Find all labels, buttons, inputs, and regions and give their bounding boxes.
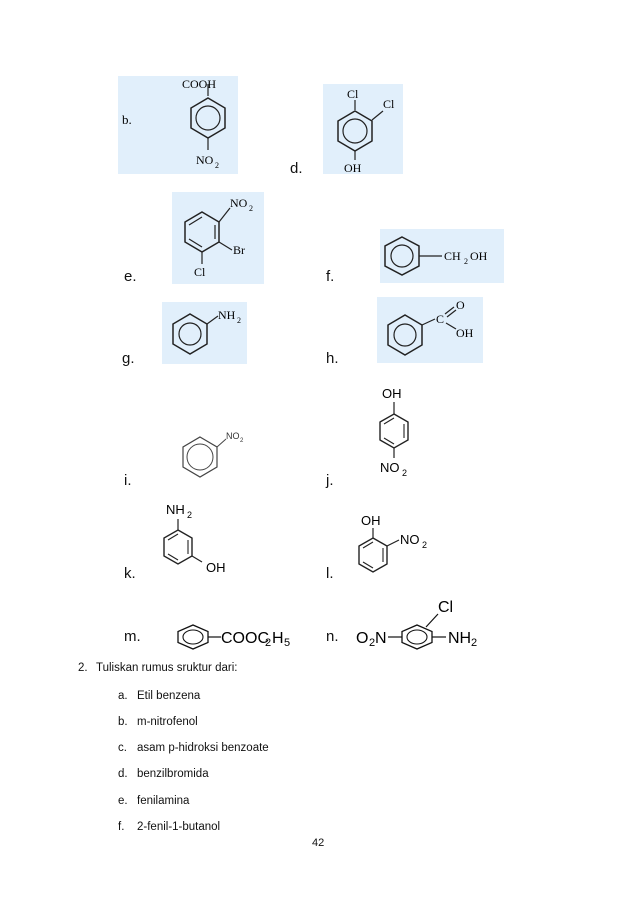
structure-b-panel: b. COOH NO 2 bbox=[118, 76, 238, 174]
structure-i-drawing: NO 2 bbox=[182, 431, 244, 478]
structure-j-oh: OH bbox=[382, 386, 402, 401]
structure-b-label: b. bbox=[122, 112, 132, 127]
structure-d-panel: Cl Cl OH bbox=[323, 84, 403, 175]
structure-k-sub: 2 bbox=[187, 510, 192, 520]
label-n: n. bbox=[326, 628, 339, 645]
structure-f-panel: CH 2 OH bbox=[380, 229, 504, 283]
structure-g-sub: 2 bbox=[237, 316, 241, 325]
structure-l-sub: 2 bbox=[422, 540, 427, 550]
structure-h-drawing: C O OH bbox=[387, 298, 474, 356]
structure-f-oh: OH bbox=[470, 249, 488, 263]
label-i: i. bbox=[124, 472, 132, 489]
structure-h-c: C bbox=[436, 312, 444, 326]
structure-f-ch: CH bbox=[444, 249, 461, 263]
structure-d-oh: OH bbox=[344, 161, 362, 174]
structure-i-sub: 2 bbox=[240, 438, 244, 444]
label-f: f. bbox=[326, 268, 335, 285]
exercise2-item-letter: a. bbox=[118, 690, 128, 702]
exercise2-item-text: benzilbromida bbox=[137, 768, 209, 780]
exercise2-item-letter: b. bbox=[118, 716, 128, 728]
structure-h-panel: C O OH bbox=[377, 297, 483, 363]
structure-f-drawing: CH 2 OH bbox=[384, 236, 488, 276]
structure-e-panel: NO 2 Br Cl bbox=[172, 192, 264, 284]
structure-g-nh: NH bbox=[218, 308, 236, 322]
page-number: 42 bbox=[312, 837, 325, 849]
structure-l-drawing: OH NO 2 bbox=[358, 513, 427, 573]
exercise2-item-text: 2-fenil-1-butanol bbox=[137, 821, 221, 833]
structure-b-cooh: COOH bbox=[182, 77, 216, 91]
structure-d-drawing: Cl Cl OH bbox=[337, 87, 395, 175]
structure-k-nh: NH bbox=[166, 502, 185, 517]
exercise2-item-letter: d. bbox=[118, 768, 128, 780]
label-l: l. bbox=[326, 565, 334, 582]
structure-e-br: Br bbox=[233, 243, 245, 257]
structure-n-nh-sub: 2 bbox=[471, 637, 477, 649]
structure-g-drawing: NH 2 bbox=[172, 308, 241, 355]
label-e: e. bbox=[124, 268, 137, 285]
label-g: g. bbox=[122, 350, 135, 367]
structure-k-drawing: NH 2 OH bbox=[163, 502, 226, 575]
structure-m-sub-b: 5 bbox=[284, 637, 290, 649]
exercise2-item-text: m-nitrofenol bbox=[137, 716, 198, 728]
exercise2-number: 2. bbox=[78, 662, 88, 674]
exercise2-item-letter: f. bbox=[118, 821, 125, 833]
structure-i-no: NO bbox=[226, 431, 240, 441]
exercise2-item-letter: e. bbox=[118, 795, 128, 807]
label-j: j. bbox=[326, 472, 334, 489]
structure-n-drawing: O 2 N Cl NH 2 bbox=[356, 599, 477, 650]
structure-e-drawing: NO 2 Br Cl bbox=[184, 196, 253, 279]
label-m: m. bbox=[124, 628, 141, 645]
exercise2-item-text: asam p-hidroksi benzoate bbox=[137, 742, 269, 754]
exercise2-item-text: fenilamina bbox=[137, 795, 190, 807]
exercise2-item-letter: c. bbox=[118, 742, 127, 754]
structure-d-cl2: Cl bbox=[383, 97, 395, 111]
structure-n-cl: Cl bbox=[438, 599, 453, 616]
structure-f-sub: 2 bbox=[464, 257, 468, 266]
structure-k-oh: OH bbox=[206, 560, 226, 575]
exercise2-prompt: Tuliskan rumus sruktur dari: bbox=[96, 662, 238, 674]
exercise2-item-text: Etil benzena bbox=[137, 690, 201, 702]
structure-g-panel: NH 2 bbox=[162, 302, 247, 364]
structure-m-drawing: COOC 2 H 5 bbox=[177, 624, 290, 650]
structure-b-no2-sub: 2 bbox=[215, 161, 219, 170]
structure-n-n: N bbox=[375, 630, 387, 647]
structure-j-drawing: OH NO 2 bbox=[379, 386, 409, 478]
structure-e-cl: Cl bbox=[194, 265, 206, 279]
label-h: h. bbox=[326, 350, 339, 367]
structure-e-no2-sub: 2 bbox=[249, 204, 253, 213]
structure-d-cl1: Cl bbox=[347, 87, 359, 101]
structure-l-oh: OH bbox=[361, 513, 381, 528]
structure-j-no: NO bbox=[380, 460, 400, 475]
structure-l-no: NO bbox=[400, 532, 420, 547]
label-k: k. bbox=[124, 565, 136, 582]
structure-h-oh: OH bbox=[456, 326, 474, 340]
structure-m-h: H bbox=[272, 630, 284, 647]
structure-m-cooc: COOC bbox=[221, 630, 269, 647]
structure-n-o-sub: 2 bbox=[369, 637, 375, 649]
structure-b-no2: NO bbox=[196, 153, 214, 167]
structure-h-o: O bbox=[456, 298, 465, 312]
structure-m-sub-a: 2 bbox=[265, 637, 271, 649]
structure-b-drawing: b. COOH NO 2 bbox=[122, 77, 226, 170]
structure-j-sub: 2 bbox=[402, 468, 407, 478]
structure-e-no2: NO bbox=[230, 196, 248, 210]
label-d: d. bbox=[290, 160, 303, 177]
structure-n-nh: NH bbox=[448, 630, 471, 647]
structure-n-o: O bbox=[356, 630, 368, 647]
